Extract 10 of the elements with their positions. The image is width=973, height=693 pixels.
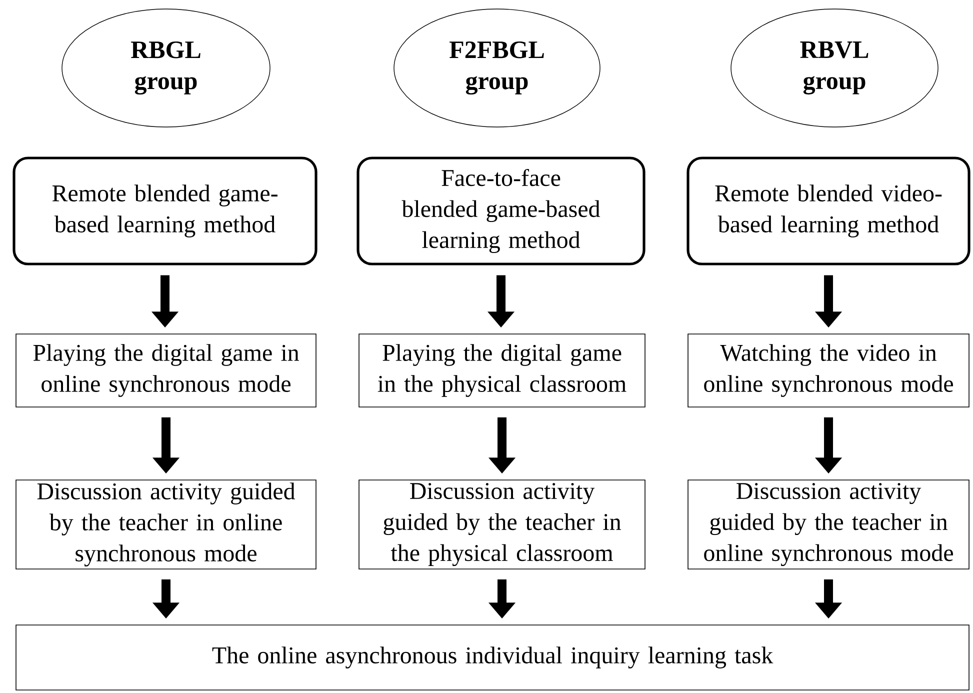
- method-box: Remote blended video-based learning method: [686, 156, 970, 266]
- method-box: Remote blended game-based learning method: [12, 156, 318, 266]
- process-box: The online asynchronous individual inquiry learning task: [16, 624, 970, 690]
- process-box: Discussion activity guided by the teacher in online synchronous mode: [688, 480, 970, 570]
- process-box: Playing the digital game in online synchronous mode: [16, 334, 316, 408]
- process-box: Discussion activity guided by the teacher in the physical classroom: [358, 480, 646, 570]
- process-box: Discussion activity guided by the teacher in online synchronous mode: [16, 480, 316, 570]
- process-box: Playing the digital game in the physical classroom: [358, 334, 646, 408]
- method-box: Face-to-face blended game-based learning method: [356, 156, 646, 266]
- process-box: Watching the video in online synchronous mode: [688, 334, 970, 408]
